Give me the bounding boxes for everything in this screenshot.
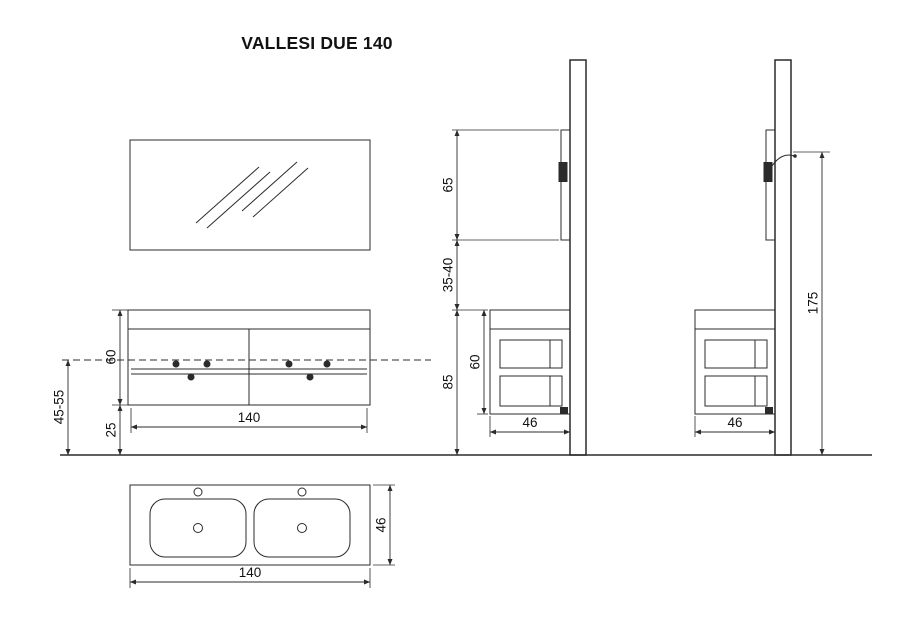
side-mirror	[763, 129, 776, 241]
side-view-right	[694, 59, 797, 456]
dim-label-side-left-depth: 46	[522, 415, 537, 430]
knob-dot	[306, 373, 314, 381]
wall-panel	[774, 59, 792, 456]
plan-countertop	[129, 484, 371, 566]
plan-view	[129, 484, 371, 566]
dim-label-side-cabinet-height: 60	[468, 354, 483, 369]
front-mirror	[129, 139, 371, 251]
knob-dot	[323, 360, 331, 368]
knob-dot	[203, 360, 211, 368]
lamp-arm	[771, 154, 795, 167]
lamp-tip	[793, 154, 797, 158]
side-cabinet	[694, 309, 776, 415]
drain-hole	[297, 523, 307, 533]
dim-label-front-floor-clearance: 45-55	[52, 390, 67, 425]
knob-dot	[187, 373, 195, 381]
basin-right	[253, 498, 351, 558]
hatch-line	[195, 166, 260, 224]
dim-label-overall-height: 175	[806, 292, 821, 315]
faucet-hole	[193, 487, 203, 497]
dim-label-mirror-height: 65	[441, 177, 456, 192]
faucet-hole	[297, 487, 307, 497]
hatch-line	[252, 167, 309, 218]
dimension-labels: 60 25 45-55 140 65 35-40 85 60 46 46 175…	[52, 177, 821, 580]
side-cabinet	[489, 309, 571, 415]
dim-label-plan-depth: 46	[374, 517, 389, 532]
side-view-left	[489, 59, 587, 456]
dim-label-floor-to-counter: 85	[441, 374, 456, 389]
drawing-title: VALLESI DUE 140	[241, 33, 393, 53]
dim-label-plan-width: 140	[239, 565, 262, 580]
dim-label-mirror-to-cabinet: 35-40	[441, 258, 456, 293]
hatch-line	[206, 171, 271, 229]
knob-dot	[285, 360, 293, 368]
dim-label-front-cabinet-height: 60	[104, 349, 119, 364]
mirror-hatch	[195, 161, 309, 229]
front-view	[62, 139, 431, 406]
dim-label-front-width: 140	[238, 410, 261, 425]
side-mirror	[558, 129, 571, 241]
drain-hole	[193, 523, 203, 533]
dim-label-front-bottom-gap: 25	[104, 422, 119, 437]
basin-left	[149, 498, 247, 558]
hatch-line	[241, 161, 298, 212]
wall-panel	[569, 59, 587, 456]
front-cabinet	[127, 309, 371, 406]
dim-label-side-right-depth: 46	[727, 415, 742, 430]
knob-dot	[172, 360, 180, 368]
dimension-lines	[65, 129, 825, 585]
